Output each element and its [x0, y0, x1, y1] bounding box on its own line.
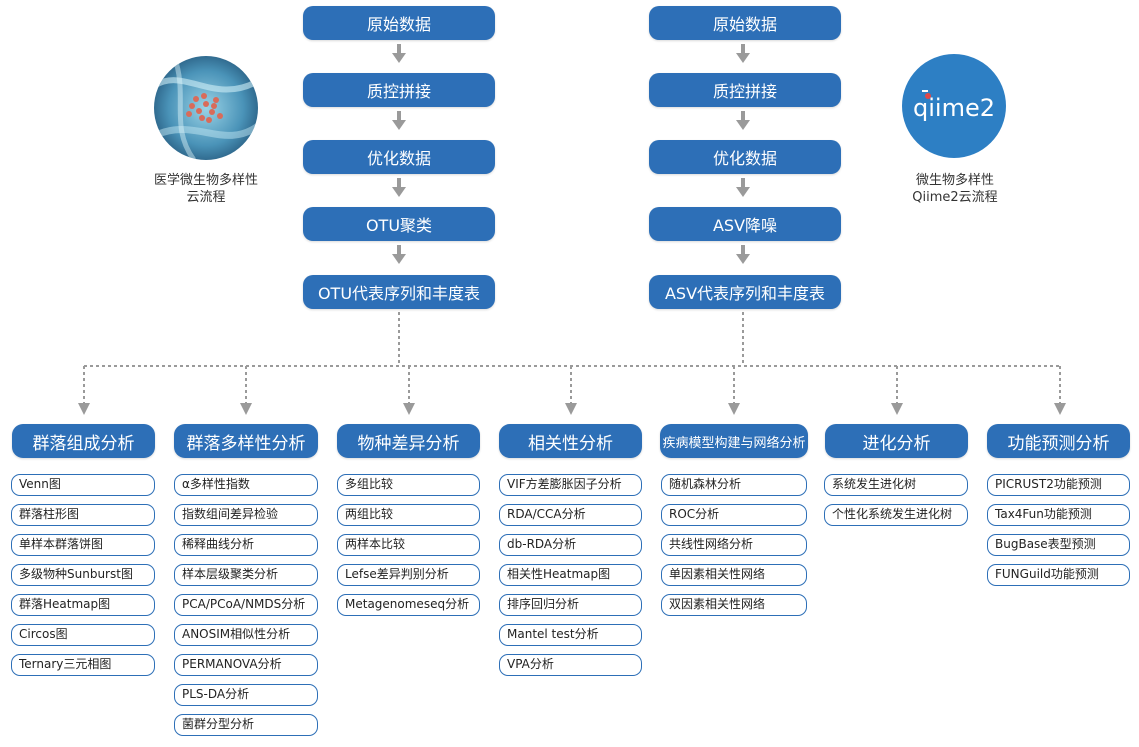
list-item: Ternary三元相图 [11, 654, 155, 676]
arrow-down-icon [741, 44, 745, 54]
arrow-down-icon [397, 44, 401, 54]
list-item: 单样本群落饼图 [11, 534, 155, 556]
category-disease-network: 疾病模型构建与网络分析 [660, 424, 808, 458]
left-step-optimized: 优化数据 [303, 140, 495, 174]
list-item: 单因素相关性网络 [661, 564, 807, 586]
list-item: PICRUST2功能预测 [987, 474, 1130, 496]
list-item: PCA/PCoA/NMDS分析 [174, 594, 318, 616]
list-item: FUNGuild功能预测 [987, 564, 1130, 586]
list-item: ANOSIM相似性分析 [174, 624, 318, 646]
list-item: 群落Heatmap图 [11, 594, 155, 616]
list-item: 群落柱形图 [11, 504, 155, 526]
left-step-qc: 质控拼接 [303, 73, 495, 107]
category-community-diversity: 群落多样性分析 [174, 424, 318, 458]
arrow-down-icon [741, 245, 745, 255]
list-item: VIF方差膨胀因子分析 [499, 474, 642, 496]
list-item: Circos图 [11, 624, 155, 646]
category-community-composition: 群落组成分析 [12, 424, 155, 458]
list-item: Lefse差异判别分析 [337, 564, 480, 586]
right-step-optimized: 优化数据 [649, 140, 841, 174]
category-correlation: 相关性分析 [499, 424, 642, 458]
list-item: VPA分析 [499, 654, 642, 676]
list-item: Mantel test分析 [499, 624, 642, 646]
arrow-down-icon [397, 245, 401, 255]
list-item: 菌群分型分析 [174, 714, 318, 736]
right-caption-line2: Qiime2云流程 [912, 190, 998, 205]
list-item: α多样性指数 [174, 474, 318, 496]
list-item: ROC分析 [661, 504, 807, 526]
list-item: 相关性Heatmap图 [499, 564, 642, 586]
category-species-difference: 物种差异分析 [337, 424, 480, 458]
list-item: 随机森林分析 [661, 474, 807, 496]
list-item: PLS-DA分析 [174, 684, 318, 706]
left-step-otu-cluster: OTU聚类 [303, 207, 495, 241]
left-caption-line2: 云流程 [186, 190, 226, 205]
list-item: 稀释曲线分析 [174, 534, 318, 556]
list-item: db-RDA分析 [499, 534, 642, 556]
list-item: 指数组间差异检验 [174, 504, 318, 526]
left-step-otu-table: OTU代表序列和丰度表 [303, 275, 495, 309]
qiime2-logo: qiime2 [902, 54, 1006, 158]
arrow-down-icon [397, 111, 401, 121]
left-step-raw-data: 原始数据 [303, 6, 495, 40]
left-caption: 医学微生物多样性 云流程 [130, 172, 282, 206]
list-item: Metagenomeseq分析 [337, 594, 480, 616]
right-caption-line1: 微生物多样性 [915, 173, 994, 188]
list-item: Venn图 [11, 474, 155, 496]
list-item: PERMANOVA分析 [174, 654, 318, 676]
list-item: 多组比较 [337, 474, 480, 496]
right-step-asv-denoise: ASV降噪 [649, 207, 841, 241]
right-step-asv-table: ASV代表序列和丰度表 [649, 275, 841, 309]
microbe-image [154, 56, 258, 160]
list-item: 两样本比较 [337, 534, 480, 556]
list-item: RDA/CCA分析 [499, 504, 642, 526]
list-item: 样本层级聚类分析 [174, 564, 318, 586]
list-item: BugBase表型预测 [987, 534, 1130, 556]
list-item: 共线性网络分析 [661, 534, 807, 556]
list-item: 排序回归分析 [499, 594, 642, 616]
left-caption-line1: 医学微生物多样性 [153, 173, 258, 188]
right-step-raw-data: 原始数据 [649, 6, 841, 40]
list-item: 系统发生进化树 [824, 474, 968, 496]
arrow-down-icon [741, 111, 745, 121]
list-item: 多级物种Sunburst图 [11, 564, 155, 586]
list-item: 双因素相关性网络 [661, 594, 807, 616]
right-caption: 微生物多样性 Qiime2云流程 [880, 172, 1030, 206]
category-function-prediction: 功能预测分析 [987, 424, 1130, 458]
arrow-down-icon [741, 178, 745, 188]
list-item: Tax4Fun功能预测 [987, 504, 1130, 526]
list-item: 两组比较 [337, 504, 480, 526]
list-item: 个性化系统发生进化树 [824, 504, 968, 526]
category-evolution: 进化分析 [825, 424, 968, 458]
arrow-down-icon [397, 178, 401, 188]
right-step-qc: 质控拼接 [649, 73, 841, 107]
